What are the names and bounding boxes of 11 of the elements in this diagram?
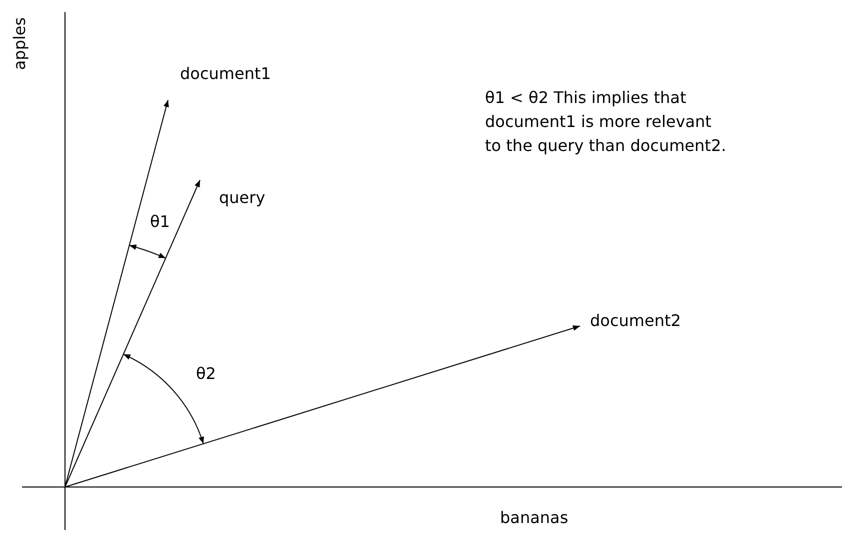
vector-label: query	[219, 188, 266, 208]
angle-label: θ2	[196, 364, 216, 384]
vector-arrow	[64, 100, 169, 488]
vector-label: document1	[180, 64, 271, 84]
vector-arrow	[64, 325, 580, 488]
axis-label: apples	[10, 17, 30, 70]
angle-label: θ1	[150, 212, 170, 232]
vector-label: document2	[590, 311, 681, 330]
axis-label: bananas	[500, 508, 568, 528]
note-text: θ1 < θ2 This implies that document1 is more relevant to the query than document2.	[485, 87, 728, 157]
vector-arrow	[64, 180, 200, 488]
